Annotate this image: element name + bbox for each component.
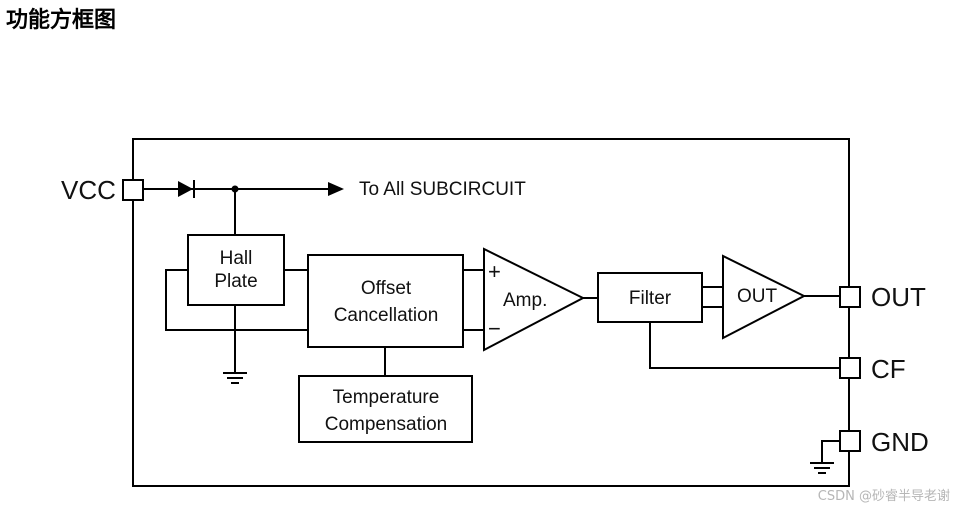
hall-label-1: Hall [220, 248, 253, 269]
vcc-pin [122, 179, 144, 201]
watermark: CSDN @砂睿半导老谢 [817, 489, 950, 504]
hall-loop-wire [165, 269, 308, 331]
out-buffer-label: OUT [737, 286, 778, 307]
hall-label-2: Plate [214, 271, 257, 292]
page-title: 功能方框图 [6, 8, 117, 33]
gnd-pin-wire [821, 440, 840, 463]
subcircuit-arrow-label: To All SUBCIRCUIT [359, 179, 526, 200]
arrow-head [328, 182, 344, 196]
offset-label-1: Offset [361, 278, 412, 299]
diode-symbol [178, 181, 193, 197]
offset-cancellation-block [307, 254, 464, 348]
amp-plus-sign: + [488, 259, 501, 284]
output-buffer-triangle [722, 254, 807, 340]
offset-label-2: Cancellation [334, 305, 439, 326]
temp-label-1: Temperature [333, 387, 440, 408]
out-pin [839, 286, 861, 308]
cf-pin [839, 357, 861, 379]
gnd-pin [839, 430, 861, 452]
temperature-compensation-block [298, 375, 473, 443]
temp-label-2: Compensation [325, 414, 448, 435]
filter-block [597, 272, 703, 323]
gnd-pin-label: GND [871, 427, 929, 457]
amp-minus-sign: − [488, 316, 501, 341]
cf-pin-wire [649, 322, 840, 369]
filter-label: Filter [629, 288, 672, 309]
cf-pin-label: CF [871, 354, 906, 384]
amp-label: Amp. [503, 290, 547, 311]
out-pin-label: OUT [871, 282, 926, 312]
vcc-pin-label: VCC [61, 175, 116, 205]
chip-outline [132, 138, 850, 487]
amplifier-triangle [483, 247, 586, 352]
hall-plate-block [187, 234, 285, 306]
